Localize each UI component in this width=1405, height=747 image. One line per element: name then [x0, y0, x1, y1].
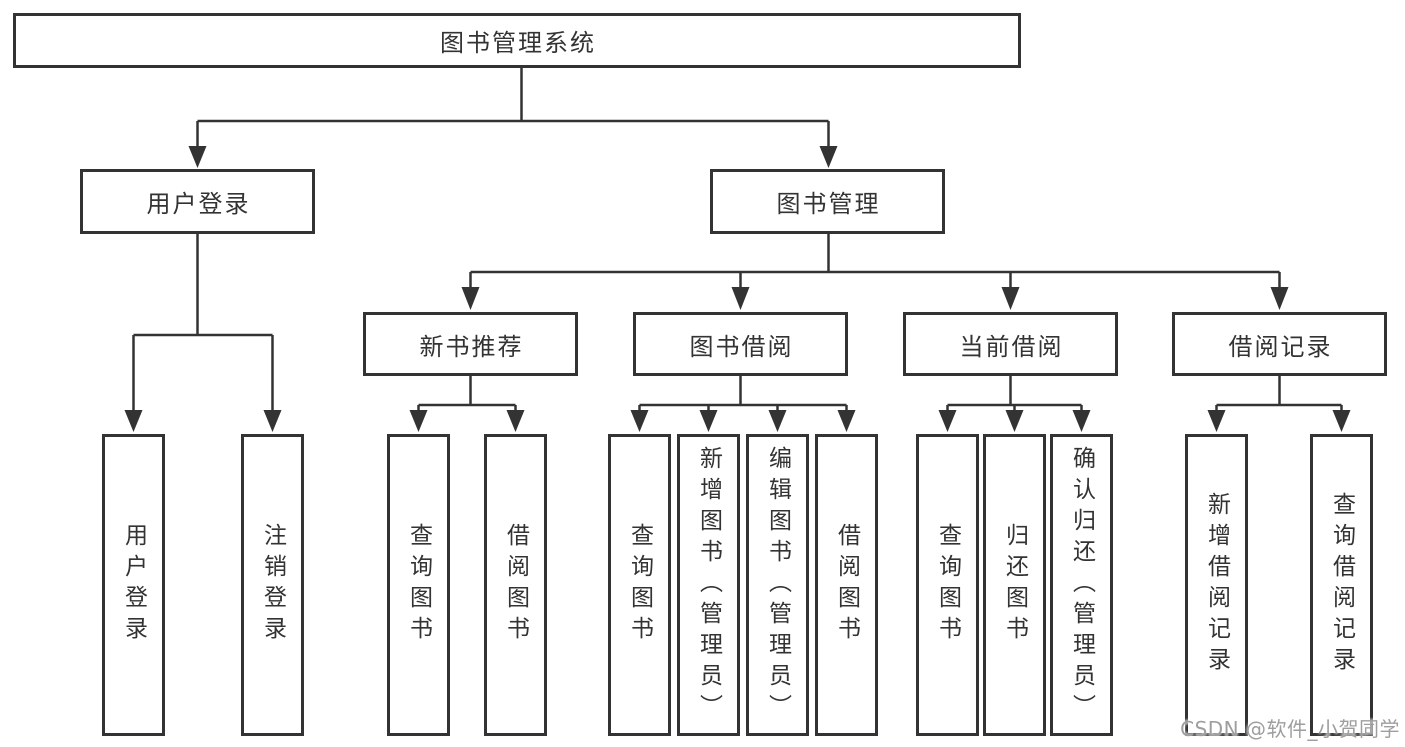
- node-leaf-nbr-query-books: 查询图书: [387, 434, 450, 736]
- arrow-down-icon: [1207, 410, 1226, 432]
- node-leaf-logout-label: 注销登录: [259, 523, 286, 647]
- node-current-borrowing: 当前借阅: [903, 312, 1118, 376]
- node-leaf-nbr-query-books-label: 查询图书: [405, 523, 432, 647]
- node-leaf-logout: 注销登录: [241, 434, 304, 736]
- arrow-down-icon: [630, 410, 649, 432]
- node-root: 图书管理系统: [13, 13, 1021, 68]
- node-book-management: 图书管理: [710, 169, 945, 234]
- node-leaf-br-add-record-label: 新增借阅记录: [1203, 492, 1230, 678]
- node-leaf-bb-query-books: 查询图书: [608, 434, 671, 736]
- arrow-down-icon: [1001, 287, 1020, 310]
- node-book-management-label: 图书管理: [776, 190, 881, 218]
- arrow-down-icon: [461, 287, 480, 310]
- arrow-down-icon: [1270, 287, 1289, 310]
- watermark: CSDN @软件_小贺同学: [1180, 717, 1400, 741]
- node-leaf-cb-query-books: 查询图书: [916, 434, 979, 736]
- node-leaf-bb-borrow-books: 借阅图书: [815, 434, 878, 736]
- arrow-down-icon: [409, 410, 428, 432]
- arrow-down-icon: [819, 146, 838, 168]
- node-leaf-br-query-record-label: 查询借阅记录: [1328, 492, 1355, 678]
- arrow-down-icon: [188, 146, 207, 168]
- node-leaf-br-add-record: 新增借阅记录: [1185, 434, 1248, 736]
- arrow-down-icon: [263, 410, 282, 432]
- arrow-down-icon: [1072, 410, 1091, 432]
- node-leaf-bb-borrow-books-label: 借阅图书: [833, 523, 860, 647]
- node-leaf-nbr-borrow-books: 借阅图书: [484, 434, 547, 736]
- node-leaf-bb-edit-books-admin-label: 编辑图书（管理员）: [764, 445, 791, 725]
- node-user-login-label: 用户登录: [146, 190, 251, 218]
- node-leaf-bb-query-books-label: 查询图书: [626, 523, 653, 647]
- arrow-down-icon: [938, 410, 957, 432]
- node-new-book-recommendation: 新书推荐: [363, 312, 578, 376]
- arrow-down-icon: [699, 410, 718, 432]
- node-leaf-nbr-borrow-books-label: 借阅图书: [502, 523, 529, 647]
- node-leaf-bb-add-books-admin-label: 新增图书（管理员）: [695, 445, 722, 725]
- node-root-label: 图书管理系统: [440, 29, 596, 57]
- connector-path: [132, 68, 1343, 411]
- node-leaf-bb-edit-books-admin: 编辑图书（管理员）: [746, 434, 809, 736]
- node-borrowing-records: 借阅记录: [1172, 312, 1387, 376]
- arrow-down-icon: [837, 410, 856, 432]
- node-borrowing-records-label: 借阅记录: [1228, 332, 1333, 361]
- arrow-down-icon: [506, 410, 525, 432]
- node-current-borrowing-label: 当前借阅: [959, 332, 1064, 361]
- node-leaf-cb-query-books-label: 查询图书: [934, 523, 961, 647]
- node-leaf-cb-return-books: 归还图书: [983, 434, 1046, 736]
- arrow-down-icon: [768, 410, 787, 432]
- node-leaf-user-login: 用户登录: [102, 434, 165, 736]
- node-new-book-recommendation-label: 新书推荐: [419, 332, 524, 361]
- node-user-login: 用户登录: [80, 169, 315, 234]
- node-book-borrowing-label: 图书借阅: [689, 332, 794, 361]
- arrow-down-icon: [731, 287, 750, 310]
- node-leaf-cb-return-books-label: 归还图书: [1001, 523, 1028, 647]
- node-leaf-cb-confirm-return-admin: 确认归还（管理员）: [1050, 434, 1113, 736]
- arrow-down-icon: [124, 410, 143, 432]
- node-leaf-user-login-label: 用户登录: [120, 523, 147, 647]
- node-leaf-cb-confirm-return-admin-label: 确认归还（管理员）: [1068, 445, 1095, 725]
- node-leaf-bb-add-books-admin: 新增图书（管理员）: [677, 434, 740, 736]
- arrow-down-icon: [1005, 410, 1024, 432]
- node-book-borrowing: 图书借阅: [633, 312, 848, 376]
- arrow-down-icon: [1332, 410, 1351, 432]
- node-leaf-br-query-record: 查询借阅记录: [1310, 434, 1373, 736]
